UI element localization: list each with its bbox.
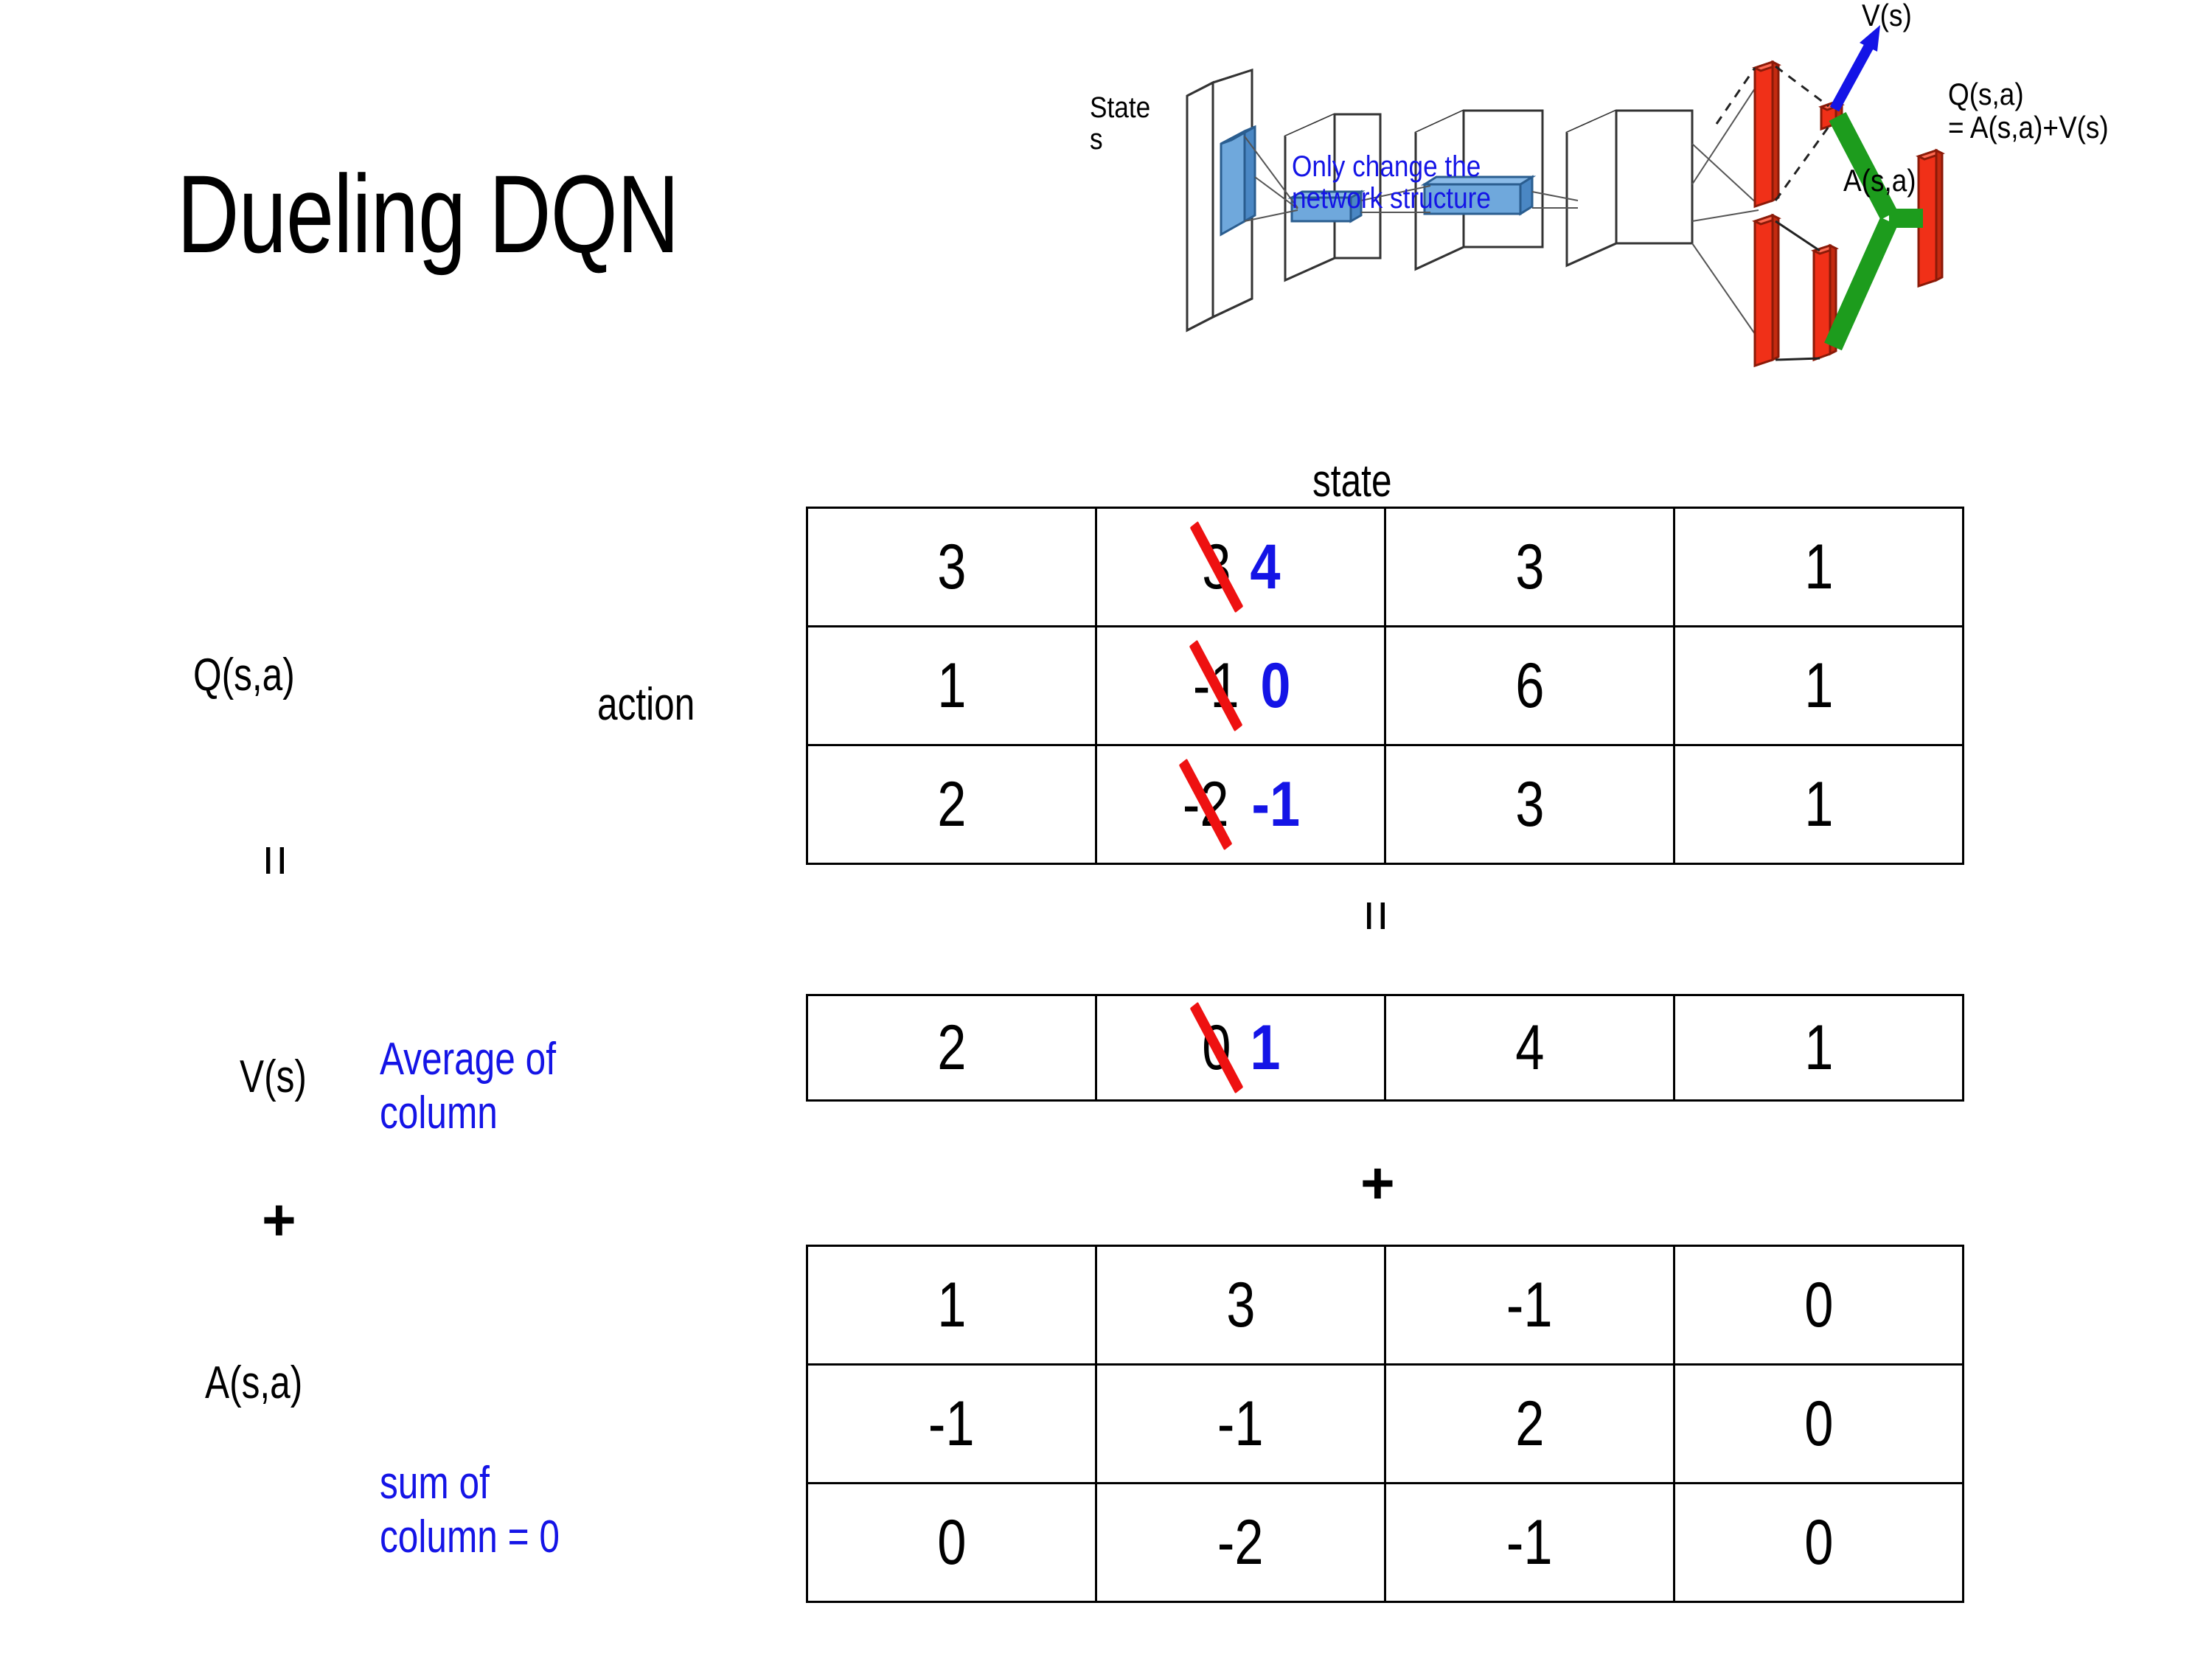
new-value: -1 [1251, 768, 1300, 840]
cell-value: -1 [1506, 1269, 1553, 1340]
diagram-state-label: State s [1090, 91, 1151, 156]
cell-value: 1 [1804, 650, 1834, 721]
cell-value: 0 [1804, 1506, 1834, 1578]
a-table-body: 1 3 -1 0 -1 -1 2 0 0 -2 -1 0 [806, 1245, 1964, 1603]
old-value: 3 [1189, 521, 1243, 613]
table-row: 0 -2 -1 0 [806, 1482, 1964, 1603]
cell-value: 1 [1804, 1012, 1834, 1083]
strikethrough-mark [1189, 639, 1243, 732]
strikethrough-mark [1189, 1001, 1243, 1094]
cell-value: 2 [1514, 1388, 1545, 1459]
dueling-network-diagram: State s Only change the network structur… [1090, 0, 2212, 413]
strikethrough-mark [1178, 758, 1233, 851]
q-cell-r0-c3: 1 [1673, 507, 1964, 627]
cell-value: -1 [928, 1388, 975, 1459]
a-cell-r2-c3: 0 [1673, 1482, 1964, 1603]
diagram-note-label: Only change the network structure [1292, 150, 1491, 215]
cell-value: 3 [1514, 768, 1545, 840]
new-value: 0 [1260, 650, 1291, 721]
plus-sign-left: + [262, 1187, 296, 1253]
q-cell-r2-c2: 3 [1384, 744, 1675, 865]
cell-value: 6 [1514, 650, 1545, 721]
a-cell-r2-c1: -2 [1095, 1482, 1386, 1603]
cell-value: 2 [936, 768, 967, 840]
old-value: -1 [1189, 639, 1243, 732]
diagram-q-label: Q(s,a) = A(s,a)+V(s) [1948, 77, 2109, 145]
cell-value: 0 [1804, 1388, 1834, 1459]
a-cell-r1-c0: -1 [806, 1363, 1097, 1484]
a-cell-r0-c2: -1 [1384, 1245, 1675, 1366]
a-cell-r2-c2: -1 [1384, 1482, 1675, 1603]
cell-value: 0 [1804, 1269, 1834, 1340]
a-cell-r1-c1: -1 [1095, 1363, 1386, 1484]
action-axis-label: action [597, 679, 695, 730]
edited-cell: -2-1 [1178, 758, 1304, 851]
old-value: 0 [1189, 1001, 1243, 1094]
page-title: Dueling DQN [177, 152, 679, 276]
cell-value: 1 [1804, 768, 1834, 840]
cell-value: 4 [1514, 1012, 1545, 1083]
diagram-advantage-label: A(s,a) [1843, 163, 1916, 198]
cell-value: 3 [1514, 531, 1545, 602]
a-cell-r0-c3: 0 [1673, 1245, 1964, 1366]
cell-value: 3 [1225, 1269, 1256, 1340]
q-cell-r2-c3: 1 [1673, 744, 1964, 865]
cell-value: 1 [936, 650, 967, 721]
equals-sign-middle: = [1346, 900, 1408, 932]
a-value-table: 1 3 -1 0 -1 -1 2 0 0 -2 -1 0 [806, 1245, 1964, 1603]
cell-value: -2 [1217, 1506, 1264, 1578]
old-value: -2 [1178, 758, 1233, 851]
q-cell-r1-c0: 1 [806, 625, 1097, 746]
table-row: 1 3 -1 0 [806, 1245, 1964, 1366]
q-cell-r0-c0: 3 [806, 507, 1097, 627]
new-value: 4 [1249, 531, 1280, 602]
average-of-column-note: Average of column [380, 1034, 556, 1139]
q-cell-r2-c0: 2 [806, 744, 1097, 865]
cell-value: 1 [1804, 531, 1834, 602]
a-cell-r2-c0: 0 [806, 1482, 1097, 1603]
table-row: 2 -2-1 3 1 [806, 744, 1964, 865]
cell-value: 3 [936, 531, 967, 602]
cell-value: 2 [936, 1012, 967, 1083]
a-cell-r1-c2: 2 [1384, 1363, 1675, 1484]
new-value: 1 [1249, 1012, 1280, 1083]
cell-value: -1 [1217, 1388, 1264, 1459]
q-cell-r0-c2: 3 [1384, 507, 1675, 627]
q-cell-r1-c3: 1 [1673, 625, 1964, 746]
a-cell-r0-c0: 1 [806, 1245, 1097, 1366]
a-cell-r0-c1: 3 [1095, 1245, 1386, 1366]
a-function-label: A(s,a) [205, 1357, 303, 1408]
q-cell-r2-c1: -2-1 [1095, 744, 1386, 865]
diagram-value-label: V(s) [1862, 0, 1912, 32]
v-function-label: V(s) [240, 1051, 307, 1102]
v-cell-r0-c3: 1 [1673, 994, 1964, 1102]
strikethrough-mark [1189, 521, 1243, 613]
equals-sign-left: = [245, 844, 307, 877]
table-row: -1 -1 2 0 [806, 1363, 1964, 1484]
cell-value: 0 [936, 1506, 967, 1578]
cell-value: 1 [936, 1269, 967, 1340]
v-cell-r0-c0: 2 [806, 994, 1097, 1102]
state-axis-label: state [1312, 456, 1392, 507]
q-function-label: Q(s,a) [193, 650, 295, 700]
cell-value: -1 [1506, 1506, 1553, 1578]
q-cell-r1-c2: 6 [1384, 625, 1675, 746]
a-cell-r1-c3: 0 [1673, 1363, 1964, 1484]
v-cell-r0-c2: 4 [1384, 994, 1675, 1102]
sum-of-column-note: sum of column = 0 [380, 1458, 560, 1563]
plus-sign-middle: + [1360, 1150, 1395, 1216]
